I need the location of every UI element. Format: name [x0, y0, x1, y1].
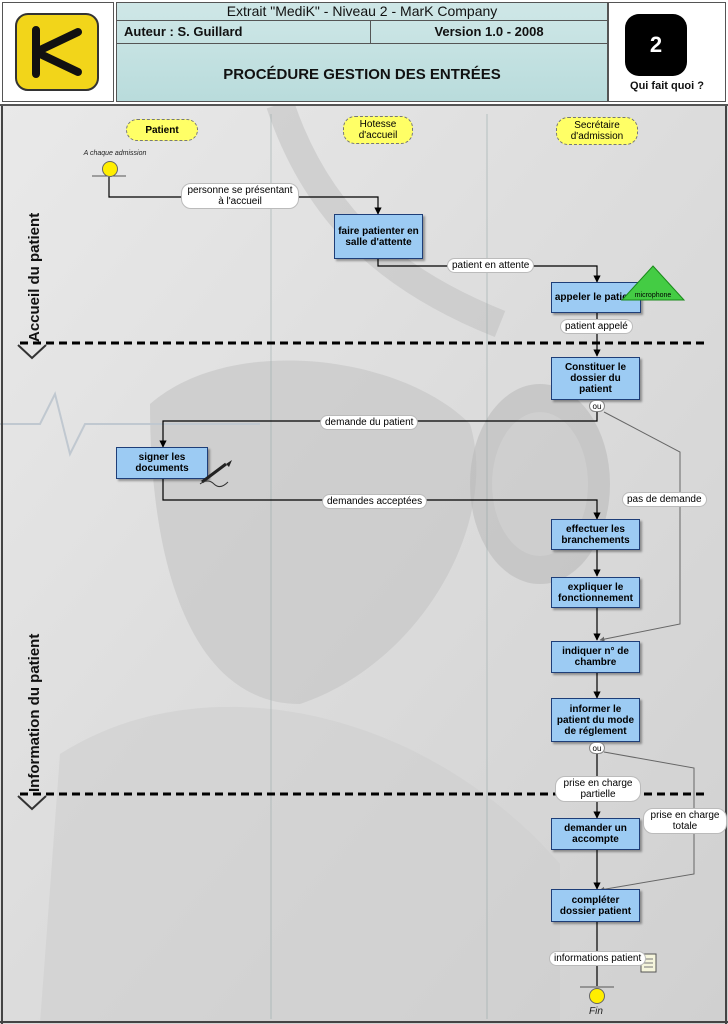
flow-label-attente: patient en attente [447, 258, 535, 273]
gateway-ou: ou [589, 742, 605, 754]
header-divider [116, 20, 608, 21]
actor-secretaire: Secrétaire d'admission [556, 117, 638, 145]
level-badge: 2 [625, 14, 687, 76]
author-field: Auteur : S. Guillard [124, 24, 243, 39]
pen-icon [199, 460, 232, 488]
flow-label-informations: informations patient [549, 951, 647, 966]
step-faire-patienter: faire patienter en salle d'attente [334, 214, 423, 259]
actor-patient: Patient [126, 119, 198, 141]
microphone-label: microphone [634, 292, 672, 299]
flow-label-charge-totale: prise en charge totale [643, 808, 727, 834]
header-divider [370, 20, 371, 43]
step-completer-dossier: compléter dossier patient [551, 889, 640, 922]
microphone-icon [620, 265, 686, 301]
flow-label-demandes-acceptees: demandes acceptées [322, 494, 428, 509]
flow-label-pas-demande: pas de demande [622, 492, 707, 507]
actor-hotesse: Hotesse d'accueil [343, 116, 413, 144]
start-event [102, 161, 118, 177]
qui-fait-quoi: Qui fait quoi ? [630, 80, 704, 92]
page-title: PROCÉDURE GESTION DES ENTRÉES [223, 66, 501, 83]
end-event [589, 988, 605, 1004]
extract-line: Extrait "MediK" - Niveau 2 - MarK Compan… [226, 3, 498, 19]
step-effectuer-branchements: effectuer les branchements [551, 519, 640, 550]
flow-label-personne: personne se présentant à l'accueil [181, 183, 299, 209]
step-signer-documents: signer les documents [116, 447, 208, 479]
header-divider [116, 43, 608, 44]
step-indiquer-chambre: indiquer n° de chambre [551, 641, 640, 673]
step-demander-accompte: demander un accompte [551, 818, 640, 850]
end-caption: Fin [589, 1006, 603, 1017]
step-constituer-dossier: Constituer le dossier du patient [551, 357, 640, 400]
step-expliquer-fonctionnement: expliquer le fonctionnement [551, 577, 640, 608]
start-caption: A chaque admission [83, 150, 147, 157]
version-field: Version 1.0 - 2008 [434, 24, 544, 39]
step-informer-reglement: informer le patient du mode de réglement [551, 698, 640, 742]
k-logo-icon [15, 13, 99, 91]
gateway-ou: ou [589, 400, 605, 412]
flow-label-charge-partielle: prise en charge partielle [555, 776, 641, 802]
flow-label-appele: patient appelé [560, 319, 633, 334]
header-box [116, 2, 608, 102]
flow-label-demande-patient: demande du patient [320, 415, 419, 430]
